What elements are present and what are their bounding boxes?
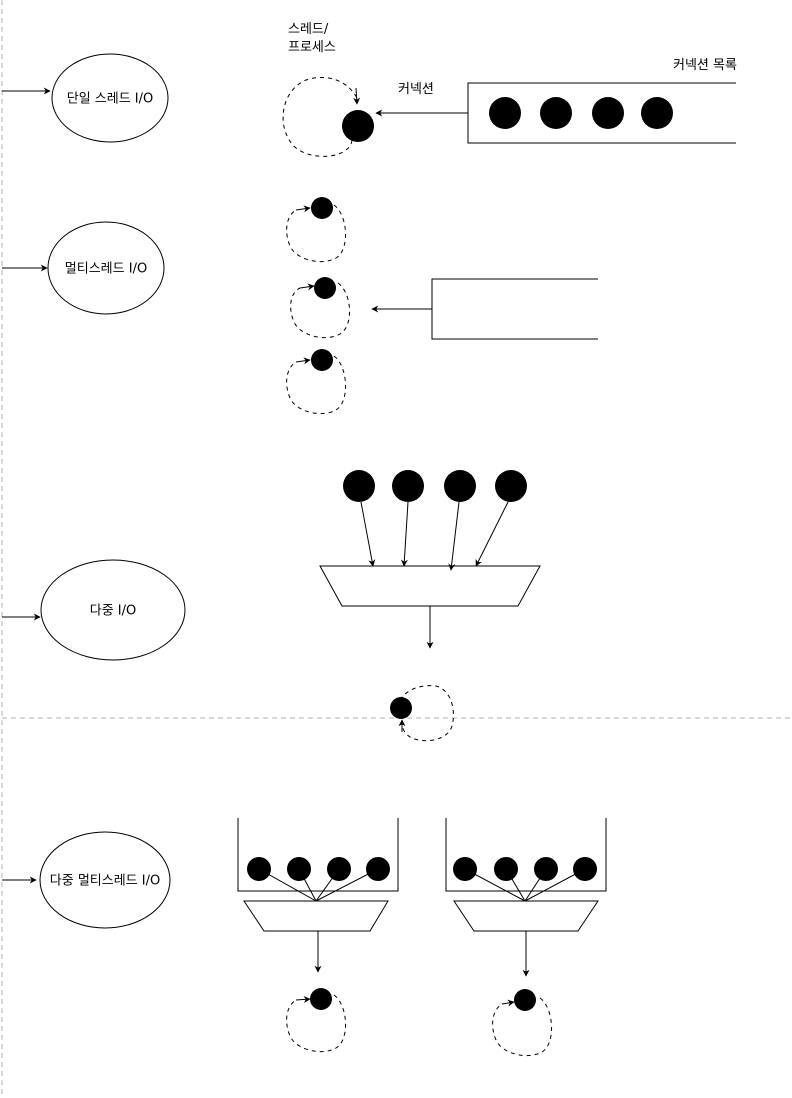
connection-arrow: [448, 501, 460, 571]
multiplexer: [243, 900, 389, 932]
model-multi-thread: 멀티스레드 I/O: [2, 197, 598, 414]
connection-queue: [237, 818, 399, 892]
connection-node: [592, 97, 624, 129]
model-oval: [39, 831, 171, 929]
thread-node: [390, 697, 412, 719]
multiplexer: [319, 565, 541, 607]
connection-link: [315, 868, 340, 902]
thread-loop-arrow: [353, 87, 361, 105]
connection-node: [495, 470, 527, 502]
model-label: 단일 스레드 I/O: [67, 92, 154, 107]
thread-node: [342, 110, 374, 142]
connection-link: [298, 868, 317, 902]
connection-link: [524, 868, 547, 902]
connection-node: [540, 97, 572, 129]
connection-arrow: [360, 501, 376, 567]
multiplexer: [453, 900, 599, 932]
connection-queue: [445, 818, 607, 892]
model-multiplexed-multithread: 다중 멀티스레드 I/O: [2, 818, 607, 1056]
connection-link: [464, 868, 526, 902]
connection-list-label: 커넥션 목록: [673, 58, 737, 73]
model-multiplexed: 다중 I/O: [2, 470, 541, 742]
model-label: 다중 멀티스레드 I/O: [50, 874, 160, 889]
thread-node: [310, 988, 332, 1010]
connection-label: 커넥션: [398, 82, 434, 97]
thread-node: [311, 349, 333, 371]
connection-link: [524, 868, 586, 902]
thread-loop: [286, 204, 347, 262]
thread-loop: [286, 994, 347, 1052]
connection-queue: [467, 82, 736, 144]
model-oval: [47, 221, 165, 315]
thread-loop: [282, 77, 358, 157]
thread-process-label: 스레드/: [288, 22, 329, 37]
thread-loop: [290, 282, 351, 338]
connection-link: [315, 868, 379, 902]
thread-node: [314, 277, 336, 299]
connection-queue: [431, 278, 598, 340]
connection-arrow: [475, 501, 509, 567]
thread-loop-arrow: [295, 995, 311, 1003]
thread-loop: [399, 685, 454, 742]
model-single-thread: 단일 스레드 I/O 스레드/ 프로세스 커넥션 커넥션 목록: [2, 22, 737, 157]
thread-node: [514, 989, 536, 1011]
connection-node: [641, 97, 673, 129]
connection-link: [505, 868, 526, 902]
connection-node: [392, 470, 424, 502]
model-oval: [40, 559, 186, 661]
thread-process-label: 프로세스: [288, 40, 336, 55]
thread-loop-arrow: [295, 357, 311, 365]
connection-arrow: [400, 501, 409, 567]
model-label: 멀티스레드 I/O: [65, 262, 147, 277]
connection-link: [258, 868, 317, 902]
thread-node: [311, 197, 333, 219]
thread-loop-arrow: [299, 283, 315, 291]
model-label: 다중 I/O: [90, 604, 137, 619]
model-oval: [51, 53, 169, 143]
connection-node: [489, 97, 521, 129]
thread-loop-arrow: [295, 205, 311, 213]
thread-loop-arrow: [501, 999, 515, 1007]
connection-node: [343, 470, 375, 502]
thread-loop: [492, 997, 553, 1056]
connection-node: [444, 470, 476, 502]
thread-loop: [286, 355, 347, 414]
